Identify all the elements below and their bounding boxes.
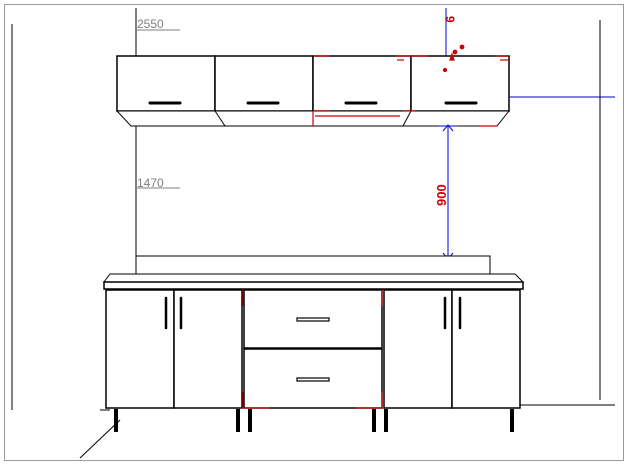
countertop bbox=[103, 273, 525, 290]
dimension-label-1470: 1470 bbox=[137, 176, 164, 190]
base-cabinets bbox=[105, 289, 521, 409]
dimension-label-900: 900 bbox=[434, 184, 449, 206]
dimension-counter-height: 1470 bbox=[136, 176, 180, 190]
dimension-label-top: 9 bbox=[443, 16, 457, 23]
dimension-label-2550: 2550 bbox=[137, 17, 164, 31]
backsplash bbox=[135, 255, 491, 275]
cabinet-legs bbox=[114, 409, 514, 432]
base-door-1 bbox=[105, 289, 175, 409]
base-door-4 bbox=[451, 289, 521, 409]
dimension-total-height: 2550 bbox=[136, 17, 180, 31]
room-lines bbox=[11, 20, 615, 459]
base-door-2 bbox=[173, 289, 243, 409]
viewport-border bbox=[4, 4, 624, 461]
base-cabinet-handles bbox=[164, 296, 462, 382]
red-detail-marks bbox=[312, 44, 509, 127]
blue-dimension-lines bbox=[438, 8, 615, 260]
base-door-3 bbox=[383, 289, 453, 409]
base-red-marks bbox=[242, 290, 383, 409]
drawer-handle-bottom bbox=[296, 377, 330, 382]
drawer-handle-top bbox=[296, 317, 330, 322]
drawer-top bbox=[243, 289, 383, 349]
